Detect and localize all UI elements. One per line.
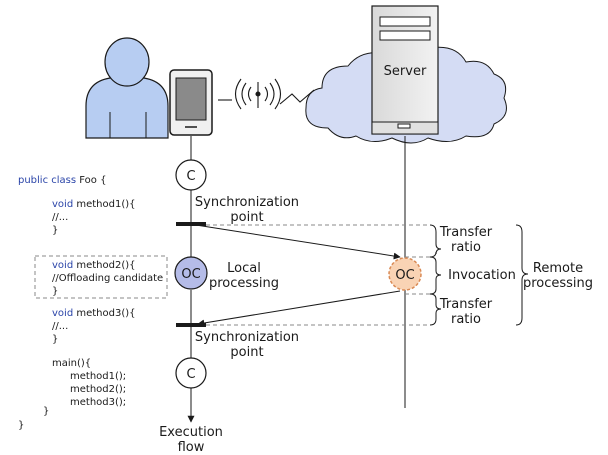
main-signature: main(){ [52, 358, 91, 369]
main-call-3: method3(); [70, 397, 126, 408]
local-processing-label-2: processing [209, 276, 279, 291]
method2-body: //Offloading candidate [52, 273, 163, 284]
ratio-brackets [429, 224, 529, 326]
method1-close: } [52, 225, 58, 236]
method2-signature: method2(){ [76, 260, 135, 271]
transfer-ratio-label-top: Transfer [439, 225, 493, 240]
offloading-candidate-box [34, 255, 168, 299]
remote-processing-label: Remote [533, 261, 583, 276]
remote-offload-node: OC [388, 257, 422, 291]
wireless-signal-icon [218, 78, 315, 110]
sync-point-label-bottom: Synchronization [195, 330, 299, 345]
sync-point-label-top-2: point [230, 210, 263, 225]
client-node-start: C [175, 159, 207, 191]
svg-text:C: C [186, 367, 195, 382]
code-listing: public class Foo { void method1(){ //...… [18, 175, 168, 431]
client-node-end: C [175, 357, 207, 389]
main-call-1: method1(); [70, 371, 126, 382]
method3-body: //... [52, 321, 68, 332]
method1-signature: method1(){ [76, 199, 135, 210]
method3-keyword: void [52, 308, 73, 319]
class-close: } [18, 420, 24, 431]
method3-close: } [52, 334, 58, 345]
svg-text:OC: OC [181, 267, 200, 282]
main-call-2: method2(); [70, 384, 126, 395]
svg-text:void method1(){: void method1(){ [52, 199, 136, 210]
server-label: Server [384, 64, 427, 79]
class-keyword: public class [18, 175, 76, 186]
execution-flow-label: Execution [159, 425, 223, 440]
mobile-device-icon [169, 69, 213, 136]
return-arrow [197, 290, 401, 327]
server-icon [371, 5, 439, 135]
method2-close: } [52, 286, 58, 297]
local-processing-label: Local [227, 261, 261, 276]
transfer-ratio-label-bottom-2: ratio [451, 312, 481, 327]
execution-flow-label-2: flow [178, 440, 205, 455]
svg-text:C: C [186, 169, 195, 184]
user-icon [85, 37, 169, 139]
main-close: } [43, 406, 49, 417]
svg-text:void method3(){: void method3(){ [52, 308, 136, 319]
transfer-ratio-label-top-2: ratio [451, 240, 481, 255]
method1-keyword: void [52, 199, 73, 210]
sync-point-label-bottom-2: point [230, 345, 263, 360]
remote-processing-label-2: processing [523, 276, 593, 291]
invocation-label: Invocation [448, 268, 516, 283]
svg-text:public class Foo {: public class Foo { [18, 175, 106, 186]
guide-lines [206, 224, 430, 326]
class-name: Foo { [79, 175, 106, 186]
sync-point-label-top: Synchronization [195, 195, 299, 210]
method3-signature: method3(){ [76, 308, 135, 319]
local-offload-node: OC [174, 256, 208, 290]
transfer-ratio-label-bottom: Transfer [439, 297, 493, 312]
offload-arrow [195, 224, 401, 260]
svg-text:OC: OC [395, 268, 414, 283]
method2-keyword: void [52, 260, 73, 271]
svg-text:void method2(){: void method2(){ [52, 260, 136, 271]
method1-body: //... [52, 212, 68, 223]
